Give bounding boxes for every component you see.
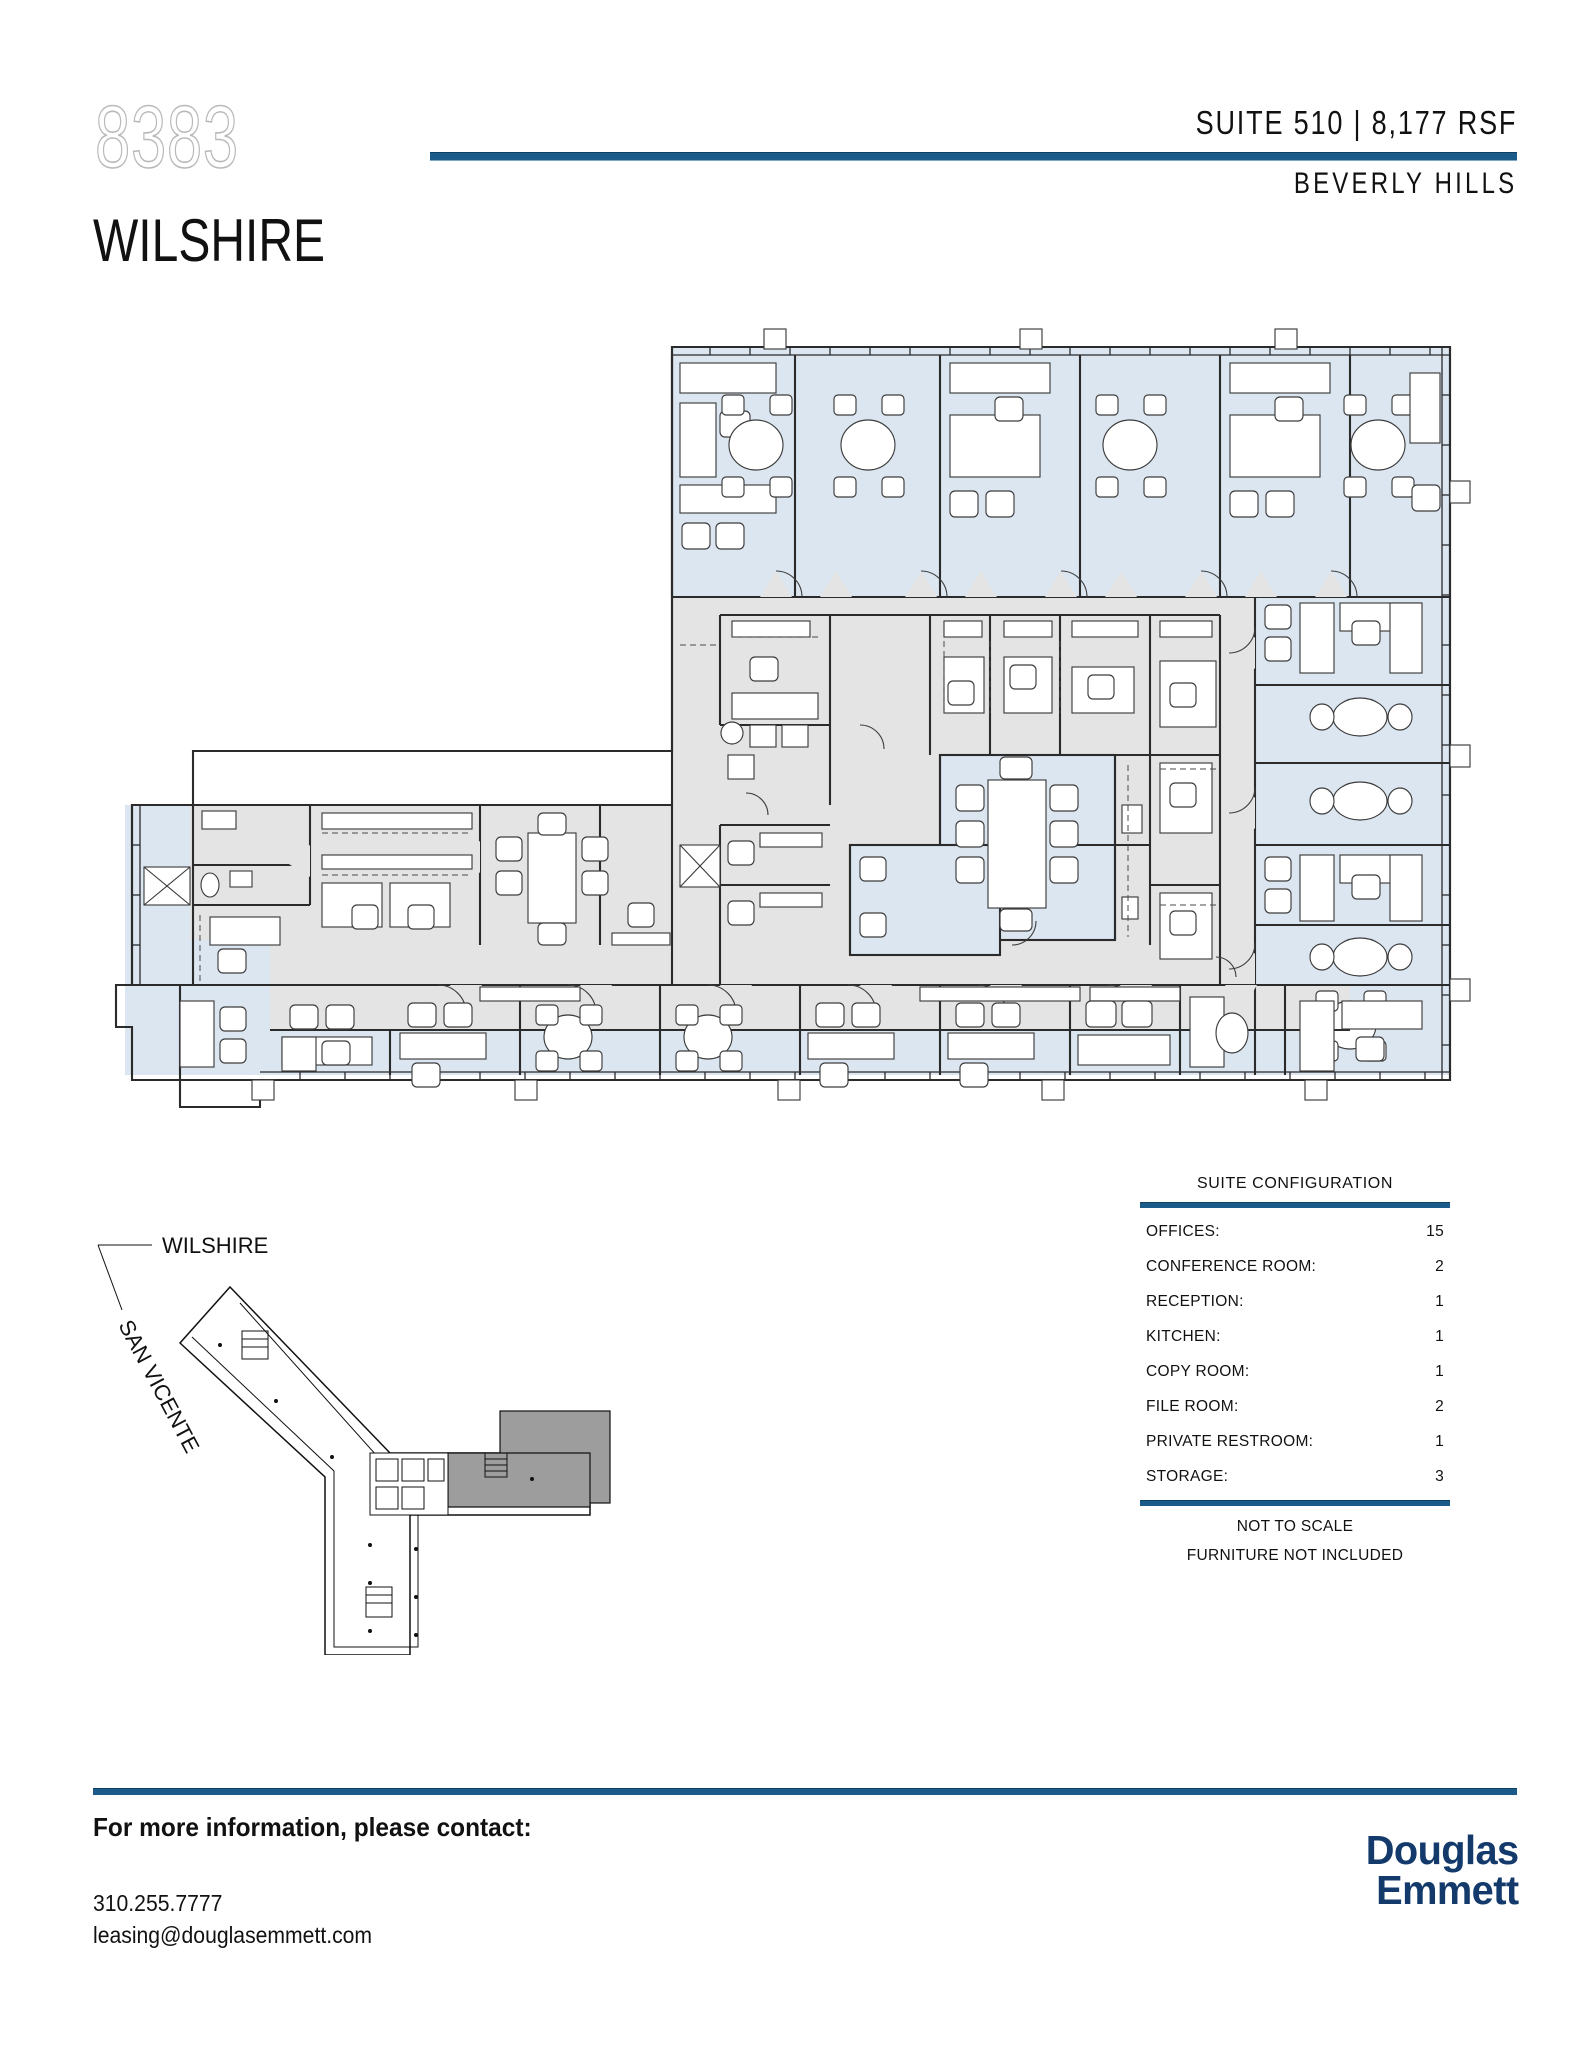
contact-heading: For more information, please contact:	[93, 1812, 532, 1842]
config-value: 1	[1435, 1327, 1444, 1345]
keymap-street-left-label: SAN VICENTE	[114, 1316, 205, 1457]
key-map-drawing: .kl{fill:none;stroke:#111;stroke-width:1…	[97, 1233, 611, 1655]
conference-table	[955, 756, 1079, 932]
config-row-offices: OFFICES: 15	[1140, 1214, 1450, 1249]
key-map: .kl{fill:none;stroke:#111;stroke-width:1…	[80, 1215, 620, 1655]
config-value: 1	[1435, 1362, 1444, 1380]
floorplan-drawing: .ofc{fill:#dbe6f1;} .cor{fill:#e4e4e4;} …	[114, 328, 1471, 1109]
building-number: 8383	[94, 87, 239, 186]
config-label: COPY ROOM:	[1146, 1362, 1250, 1380]
config-value: 1	[1435, 1432, 1444, 1450]
config-row-storage: STORAGE: 3	[1140, 1459, 1450, 1494]
config-label: CONFERENCE ROOM:	[1146, 1257, 1317, 1275]
config-value: 1	[1435, 1292, 1444, 1310]
footer-divider	[93, 1788, 1517, 1795]
floorplan: .ofc{fill:#dbe6f1;} .cor{fill:#e4e4e4;} …	[60, 285, 1520, 1125]
config-value: 15	[1426, 1222, 1444, 1240]
config-divider-top	[1140, 1202, 1450, 1208]
furniture-bottom-offices	[179, 996, 1423, 1088]
contact-phone[interactable]: 310.255.7777	[93, 1890, 223, 1916]
config-value: 3	[1435, 1467, 1444, 1485]
config-value: 2	[1435, 1397, 1444, 1415]
config-label: OFFICES:	[1146, 1222, 1220, 1240]
config-row-file-room: FILE ROOM: 2	[1140, 1389, 1450, 1424]
config-label: KITCHEN:	[1146, 1327, 1221, 1345]
logo-line-1: Douglas	[1366, 1827, 1519, 1873]
header-divider	[430, 152, 1517, 161]
suite-configuration-panel: SUITE CONFIGURATION OFFICES: 15 CONFEREN…	[1140, 1175, 1450, 1565]
config-label: RECEPTION:	[1146, 1292, 1244, 1310]
contact-email[interactable]: leasing@douglasemmett.com	[93, 1922, 373, 1948]
config-row-reception: RECEPTION: 1	[1140, 1284, 1450, 1319]
douglas-emmett-logo: Douglas Emmett	[1361, 1827, 1520, 1913]
furniture-top-offices	[679, 362, 1441, 550]
config-row-conference-room: CONFERENCE ROOM: 2	[1140, 1249, 1450, 1284]
not-to-scale-note: NOT TO SCALE	[1236, 1518, 1354, 1535]
config-label: STORAGE:	[1146, 1467, 1229, 1485]
config-row-private-restroom: PRIVATE RESTROOM: 1	[1140, 1424, 1450, 1459]
building-name: WILSHIRE	[93, 207, 326, 274]
furniture-note: FURNITURE NOT INCLUDED	[1186, 1547, 1404, 1564]
suite-size-label: SUITE 510 | 8,177 RSF	[1195, 104, 1517, 141]
config-row-kitchen: KITCHEN: 1	[1140, 1319, 1450, 1354]
keymap-street-top-label: WILSHIRE	[162, 1233, 268, 1258]
furniture-core	[720, 620, 1217, 960]
config-label: PRIVATE RESTROOM:	[1146, 1432, 1314, 1450]
logo-line-2: Emmett	[1376, 1867, 1520, 1913]
config-rows: OFFICES: 15 CONFERENCE ROOM: 2 RECEPTION…	[1140, 1208, 1450, 1496]
config-value: 2	[1435, 1257, 1444, 1275]
city-label: BEVERLY HILLS	[1293, 167, 1517, 200]
config-row-copy-room: COPY ROOM: 1	[1140, 1354, 1450, 1389]
furniture-left-wing	[201, 810, 671, 974]
config-divider-bottom	[1140, 1500, 1450, 1506]
suite-configuration-title: SUITE CONFIGURATION	[1197, 1175, 1393, 1192]
config-label: FILE ROOM:	[1146, 1397, 1239, 1415]
